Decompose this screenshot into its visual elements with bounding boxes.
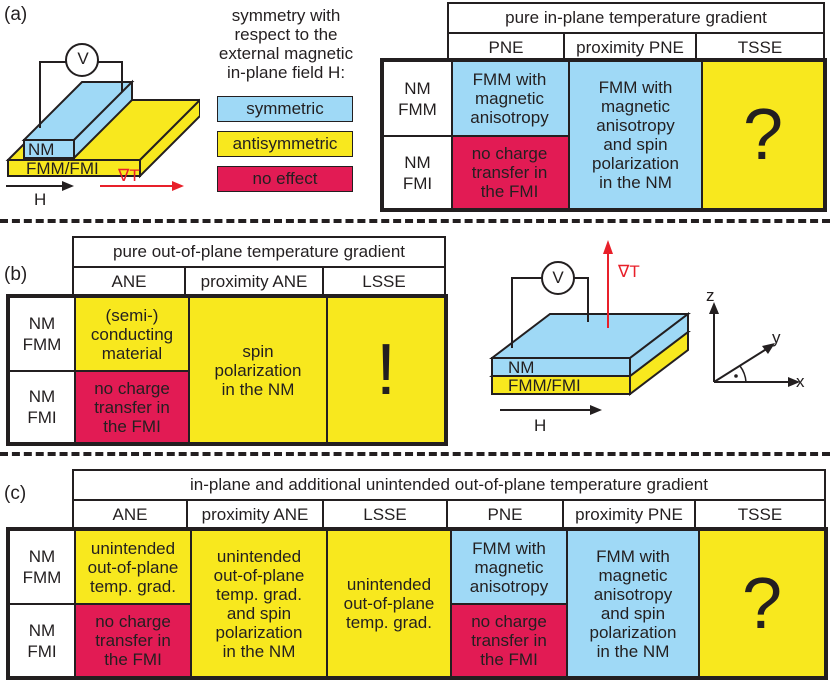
table-c-col-lsse: LSSE	[324, 501, 448, 527]
table-b-proximity-ane: spin polarization in the NM	[190, 298, 326, 442]
table-c-proximity-pne: FMM with magnetic anisotropy and spin po…	[568, 531, 698, 676]
table-c-header-row: ANE proximity ANE LSSE PNE proximity PNE…	[72, 499, 826, 527]
coordinate-axes	[709, 302, 800, 387]
table-b-row-fmm: NM FMM	[10, 298, 74, 370]
table-a-header-row: PNE proximity PNE TSSE	[447, 32, 825, 60]
table-a-col-tsse: TSSE	[737, 37, 783, 57]
table-a-body: NM FMM NM FMI FMM with magnetic anisotro…	[380, 58, 827, 212]
table-b-col-proximity-ane: proximity ANE	[186, 268, 324, 294]
legend-symmetric: symmetric	[217, 96, 353, 122]
panel-b-label: (b)	[4, 264, 28, 285]
table-c-pne-fmm: FMM with magnetic anisotropy	[452, 531, 566, 603]
table-c-lsse: unintended out-of-plane temp. grad.	[328, 531, 450, 676]
table-c-row-fmm: NM FMM	[10, 531, 74, 603]
b-wire-left	[511, 277, 542, 348]
table-c-ane-fmm: unintended out-of-plane temp. grad.	[76, 531, 190, 603]
table-a-tsse: ?	[703, 62, 823, 208]
table-b-row-fmi: NM FMI	[10, 372, 74, 442]
panel-a-label: (a)	[4, 4, 28, 25]
table-c-col-proximity-pne: proximity PNE	[564, 501, 696, 527]
gradient-arrow-head	[172, 181, 184, 191]
device-sketch-b	[489, 240, 691, 415]
table-c-pne-fmi: no charge transfer in the FMI	[452, 605, 566, 676]
table-a-proximity-pne: FMM with magnetic anisotropy and spin po…	[570, 62, 701, 208]
table-b-lsse: !	[328, 298, 444, 442]
table-b-ane-fmi: no charge transfer in the FMI	[76, 372, 188, 442]
table-a-pne-fmi: no charge transfer in the FMI	[451, 137, 568, 208]
h-arrow-head	[62, 181, 74, 191]
table-c-ane-fmi: no charge transfer in the FMI	[76, 605, 190, 676]
table-a-row-fmm: NM FMM	[384, 62, 451, 135]
table-b-title: pure out-of-plane temperature gradient	[72, 236, 446, 266]
table-c-col-pne: PNE	[448, 501, 564, 527]
nm-label-b: NM	[508, 358, 535, 377]
axis-x-label: x	[796, 372, 805, 391]
bottom-layer-side-face	[139, 98, 200, 179]
table-b-col-ane: ANE	[74, 268, 186, 294]
table-b-body: NM FMM NM FMI (semi-) conducting materia…	[6, 294, 448, 446]
b-top-side-face	[629, 311, 689, 379]
field-label-b: H	[534, 416, 547, 435]
wire-right	[98, 61, 123, 92]
gradient-label-a: ∇T	[118, 166, 140, 185]
fmm-fmi-label-b: FMM/FMI	[508, 376, 581, 395]
axis-z-label: z	[706, 286, 715, 305]
table-a-col-pne: PNE	[449, 34, 565, 60]
table-b-header-row: ANE proximity ANE LSSE	[72, 266, 446, 294]
table-c-col-ane: ANE	[74, 501, 188, 527]
table-a-pne-fmm: FMM with magnetic anisotropy	[451, 62, 568, 135]
b-wire-right	[574, 277, 589, 322]
b-voltmeter-circle	[541, 261, 575, 295]
table-c-title: in-plane and additional unintended out-o…	[72, 469, 826, 499]
table-c-row-fmi: NM FMI	[10, 605, 74, 676]
voltmeter-label-a: V	[77, 49, 89, 68]
fmm-fmi-label-a: FMM/FMI	[26, 159, 99, 178]
top-strip-side-face	[73, 79, 133, 161]
table-a-col-proximity-pne: proximity PNE	[565, 34, 697, 60]
b-h-arrow-head	[590, 405, 602, 415]
separator-ab	[0, 219, 830, 223]
device-sketch-a	[5, 43, 200, 191]
panel-c-label: (c)	[4, 483, 27, 504]
separator-bc	[0, 452, 830, 456]
legend-title: symmetry with respect to the external ma…	[218, 6, 354, 82]
table-c-body: NM FMM NM FMI unintended out-of-plane te…	[6, 527, 828, 680]
voltmeter-label-b: V	[552, 268, 564, 287]
axis-y-label: y	[772, 328, 781, 347]
table-c-col-proximity-ane: proximity ANE	[188, 501, 324, 527]
table-a-title: pure in-plane temperature gradient	[447, 2, 825, 32]
table-b-col-lsse: LSSE	[362, 271, 406, 291]
field-label-a: H	[34, 190, 47, 209]
gradient-label-b: ∇T	[618, 262, 640, 281]
nm-label-a: NM	[28, 140, 55, 159]
table-c-proximity-ane: unintended out-of-plane temp. grad. and …	[192, 531, 326, 676]
wire-left	[39, 61, 66, 128]
table-c-col-tsse: TSSE	[737, 504, 783, 524]
legend-antisymmetric: antisymmetric	[217, 131, 353, 157]
table-b-ane-fmm: (semi-) conducting material	[76, 298, 188, 370]
table-a-row-fmi: NM FMI	[384, 137, 451, 208]
b-gradient-arrow-head	[603, 240, 613, 254]
table-c-tsse: ?	[700, 531, 824, 676]
legend-no-effect: no effect	[217, 166, 353, 192]
voltmeter-circle	[65, 43, 99, 77]
